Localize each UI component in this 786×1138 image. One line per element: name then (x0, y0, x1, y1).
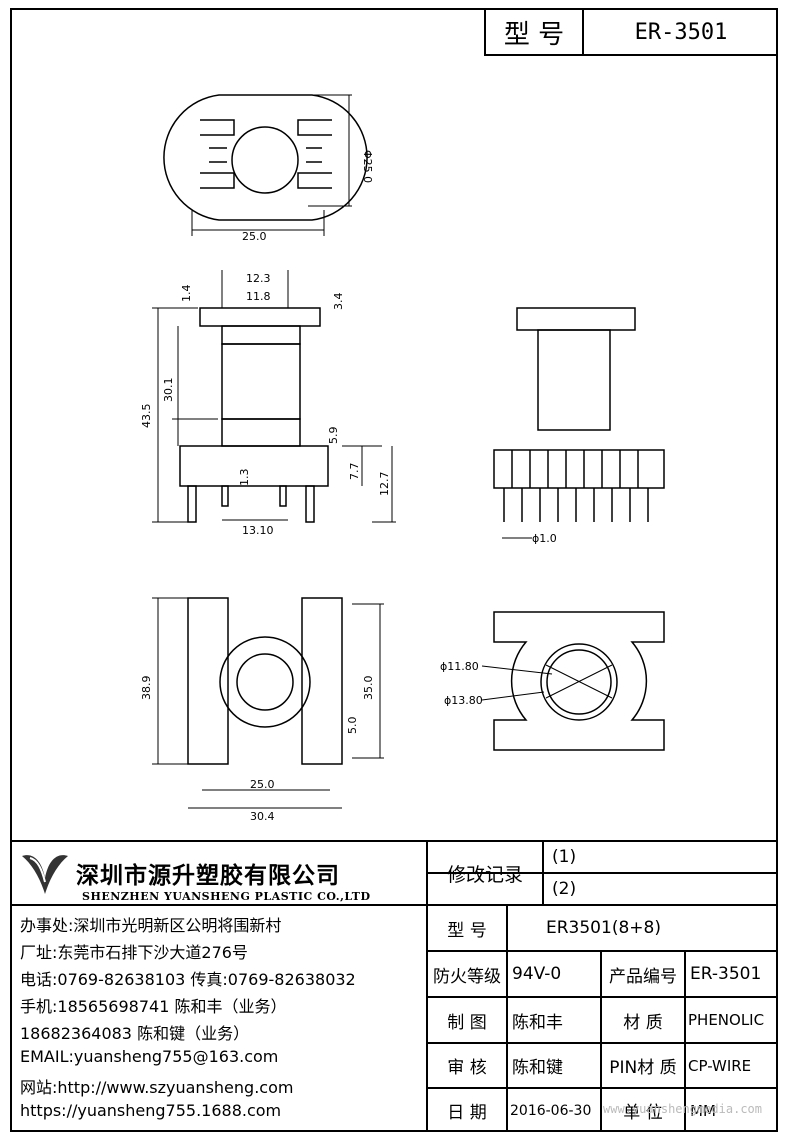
dim-12-7: 12.7 (378, 472, 391, 497)
review-label: 审 核 (447, 1058, 487, 1078)
company-info-line: 18682364083 陈和键（业务） (20, 1024, 250, 1043)
side-view (152, 270, 396, 523)
plan-view (152, 597, 384, 809)
pin-material-label: PIN材 质 (609, 1058, 677, 1078)
company-info-line: 厂址:东莞市石排下沙大道276号 (20, 943, 248, 962)
review-value: 陈和键 (512, 1058, 563, 1078)
dim-width-25: 25.0 (242, 230, 267, 243)
company-info-line: 网站:http://www.szyuansheng.com (20, 1078, 294, 1097)
company-info-line: https://yuansheng755.1688.com (20, 1101, 282, 1120)
company-info-line: 电话:0769-82638103 传真:0769-82638032 (20, 970, 356, 989)
dim-25-0: 25.0 (250, 778, 275, 791)
revision-label: 修改记录 (446, 863, 523, 886)
date-label: 日 期 (447, 1103, 487, 1123)
dim-phi-13-80: ϕ13.80 (444, 694, 483, 707)
dim-5-0: 5.0 (346, 717, 359, 735)
fire-rating-label: 防火等级 (433, 966, 501, 987)
company-info-line: EMAIL:yuansheng755@163.com (20, 1047, 279, 1066)
company-name-en: SHENZHEN YUANSHENG PLASTIC CO.,LTD (82, 890, 371, 903)
dim-phi25: Φ25.0 (361, 150, 374, 183)
drawn-label: 制 图 (447, 1012, 487, 1033)
dim-13-10: 13.10 (242, 524, 274, 537)
material-value: PHENOLIC (688, 1011, 765, 1029)
header-model-label: 型 号 (503, 19, 565, 50)
front-view (493, 307, 665, 539)
revision-1: (1) (552, 847, 577, 867)
dim-35-0: 35.0 (362, 676, 375, 701)
company-info-line: 手机:18565698741 陈和丰（业务） (20, 997, 287, 1016)
material-label: 材 质 (623, 1012, 663, 1033)
header-model-value: ER-3501 (634, 19, 728, 45)
dim-pin-dia: ϕ1.0 (532, 532, 557, 545)
fire-rating-value: 94V-0 (512, 964, 562, 984)
drawn-value: 陈和丰 (512, 1012, 563, 1033)
dim-1-3: 1.3 (238, 469, 251, 487)
dim-5-9: 5.9 (327, 427, 340, 445)
dim-30-1: 30.1 (162, 378, 175, 403)
pin-material-value: CP-WIRE (688, 1056, 752, 1075)
date-value: 2016-06-30 (510, 1102, 592, 1119)
dim-38-9: 38.9 (140, 676, 153, 701)
bottom-view (481, 611, 665, 751)
top-view (163, 94, 368, 236)
dim-12-3: 12.3 (246, 272, 271, 285)
unit-value: MM (690, 1101, 716, 1120)
company-name-cn: 深圳市源升塑胶有限公司 (76, 863, 340, 889)
dim-7-7: 7.7 (348, 463, 361, 481)
product-no-value: ER-3501 (690, 964, 762, 984)
unit-label: 单 位 (623, 1103, 663, 1123)
revision-2: (2) (552, 879, 577, 899)
dim-phi-11-80: ϕ11.80 (440, 660, 479, 673)
dim-11-8: 11.8 (246, 290, 271, 303)
product-no-label: 产品编号 (609, 966, 677, 987)
company-logo (18, 848, 72, 898)
technical-drawing: Φ25.0 25.0 12.3 (140, 94, 665, 823)
model-label: 型 号 (447, 920, 487, 941)
watermark: www.yuanshengmedia.com (603, 1102, 762, 1116)
company-info-line: 办事处:深圳市光明新区公明将围新村 (20, 916, 282, 935)
model-value: ER3501(8+8) (546, 918, 661, 938)
dim-1-4: 1.4 (180, 285, 193, 303)
dim-30-4: 30.4 (250, 810, 275, 823)
dim-3-4: 3.4 (332, 293, 345, 311)
dim-43-5: 43.5 (140, 404, 153, 429)
drawing-sheet: 型 号 ER-3501 Φ25.0 25.0 (10, 8, 778, 1132)
